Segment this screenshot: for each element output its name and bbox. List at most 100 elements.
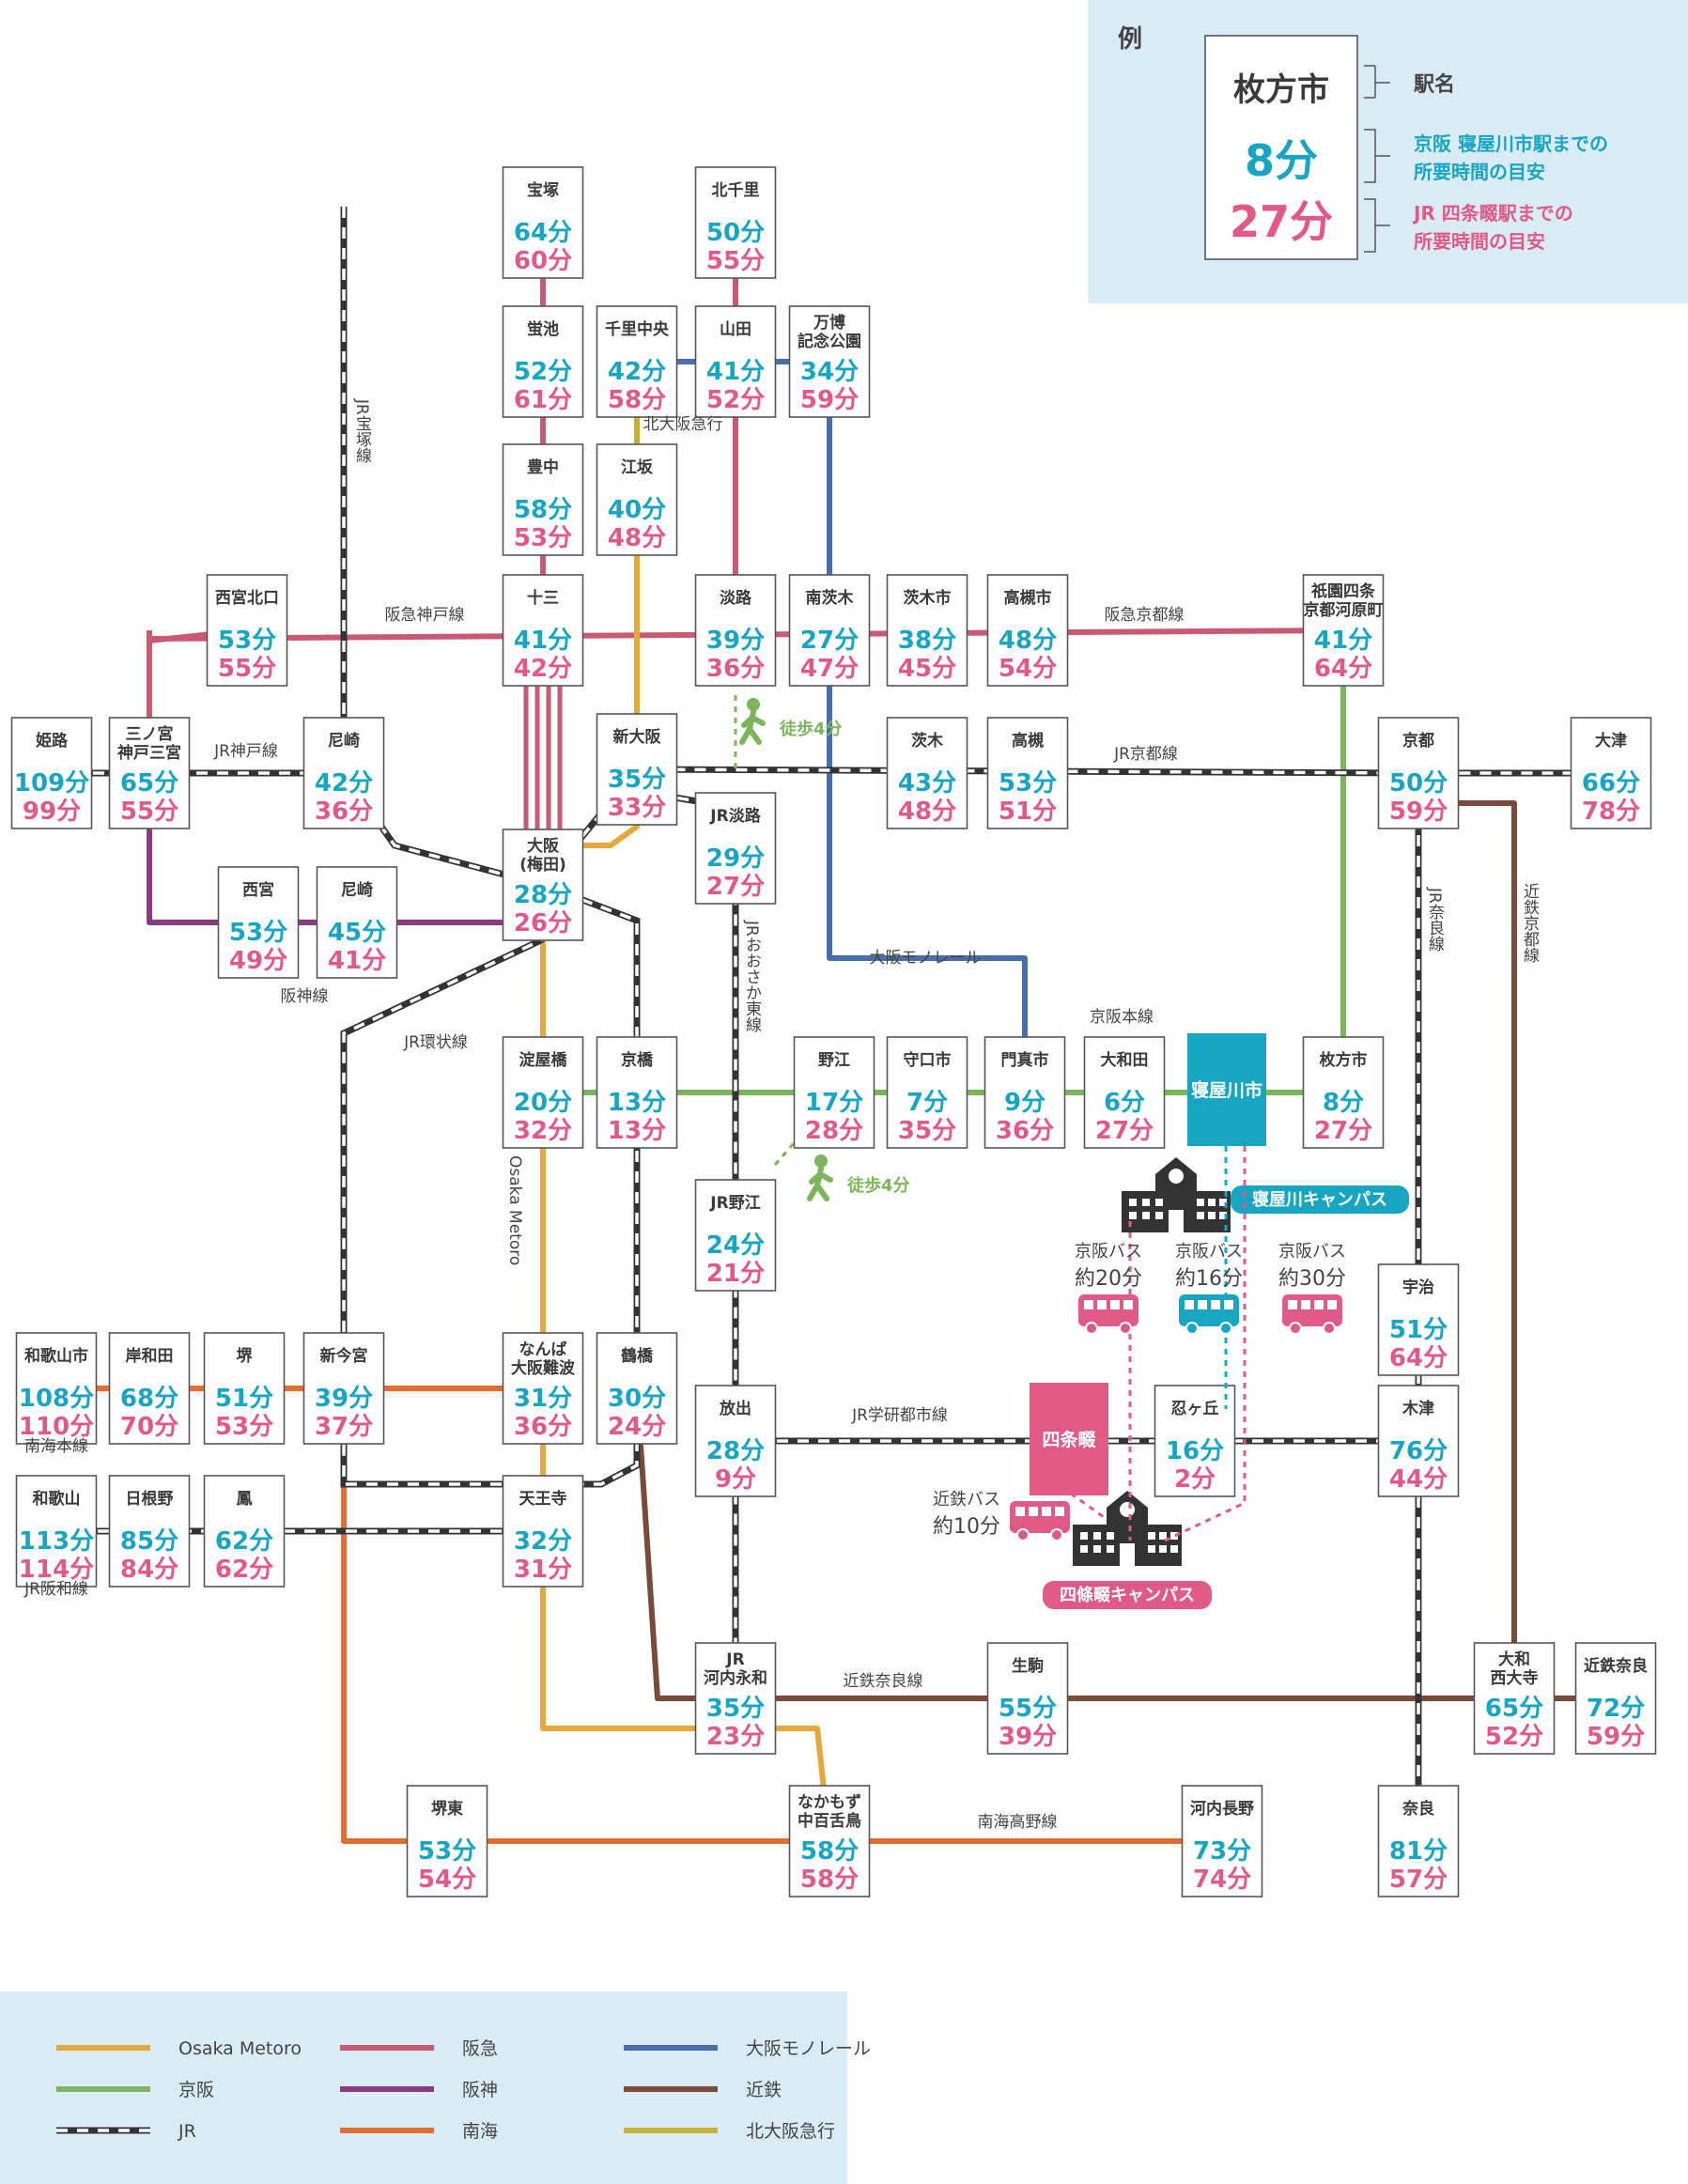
example-bracket-name [1364,65,1390,99]
keihan-time: 66分 [1582,769,1640,798]
station-name: 茨木市 [904,588,952,608]
line-label-text: JR宝塚線 [352,398,372,463]
legend-label: 近鉄 [746,2080,782,2100]
station-shijonawate[interactable]: 四条畷 [1030,1383,1108,1495]
station-neyagawashi[interactable]: 寝屋川市 [1187,1033,1266,1146]
walking-person-icon [807,1154,833,1201]
jr-time: 23分 [706,1723,765,1751]
station-box [694,166,777,279]
bus-icon [1010,1501,1070,1541]
station-name: 河内長野 [1190,1799,1254,1819]
station-box [406,1785,488,1897]
station-name: 生駒 [1012,1656,1044,1676]
keihan-time: 81分 [1389,1837,1448,1866]
jr-time: 53分 [514,524,572,552]
jr-time: 52分 [706,386,765,414]
station-box [694,1385,777,1497]
jr-time: 54分 [999,655,1057,683]
station-box [302,1332,385,1445]
jr-time: 32分 [514,1117,572,1145]
jr-time: 70分 [120,1413,178,1441]
keihan-time: 28分 [706,1437,765,1465]
station-name: 大和田 [1101,1050,1149,1070]
keihan-time: 27分 [800,627,859,655]
station-name: 野江 [818,1051,850,1070]
station-box [694,792,777,905]
station-box [1302,1036,1385,1149]
keihan-time: 9分 [1004,1089,1045,1117]
station-box [316,866,398,979]
example-panel-bg [1088,0,1688,303]
station-box [886,1036,968,1149]
keihan-time: 8分 [1323,1089,1364,1117]
line-label-jr_kobe: JR神戸線 [213,742,278,761]
station-box [1377,1785,1460,1897]
keihan-time: 43分 [898,769,956,798]
legend-item-kintetsu: 近鉄 [624,2080,782,2100]
nankai-koya-line [341,1388,1222,1844]
keihan-time: 30分 [608,1385,666,1413]
keihan-time: 17分 [805,1089,863,1117]
bus-line-name: 京阪バス [1175,1242,1243,1262]
